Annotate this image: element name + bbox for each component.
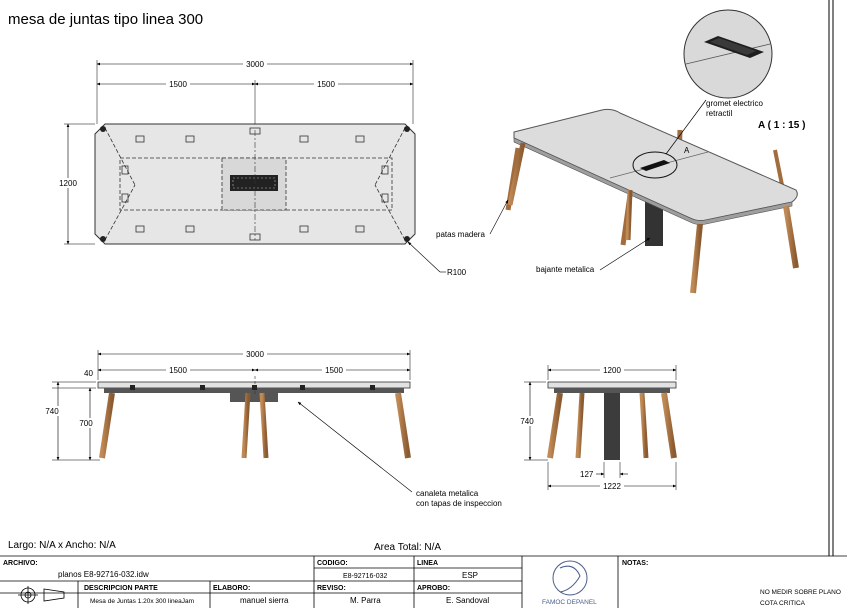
side-dim-base: 1222: [603, 482, 621, 491]
note-line1: NO MEDIR SOBRE PLANO: [760, 589, 841, 596]
logo-text: FAMOC DEPANEL: [542, 599, 597, 606]
isometric-view: A gromet electrico retractil A ( 1 : 15 …: [436, 9, 805, 294]
linea-label: LINEA: [417, 560, 438, 567]
archivo-label: ARCHIVO:: [3, 560, 38, 567]
front-dim-height: 740: [45, 407, 59, 416]
detail-marker-a: A: [684, 146, 690, 155]
linea-value: ESP: [462, 571, 478, 580]
drawing-title: mesa de juntas tipo linea 300: [8, 11, 203, 28]
codigo-value: E8-92716-032: [343, 573, 387, 580]
projection-symbol-icon: [18, 586, 65, 604]
note-line2: COTA CRITICA: [760, 600, 806, 607]
side-view: 1200 740 127 1222: [518, 365, 677, 491]
descripcion-value: Mesa de Juntas 1.20x 300 lineaJam: [90, 598, 194, 605]
aprobo-value: E. Sandoval: [446, 596, 489, 605]
codigo-label: CODIGO:: [317, 560, 348, 567]
side-dim-offset: 127: [580, 470, 594, 479]
detail-scale-label: A ( 1 : 15 ): [758, 120, 805, 131]
callout-bajante: bajante metalica: [536, 265, 595, 274]
front-dim-total: 3000: [246, 350, 264, 359]
front-dim-leg: 700: [79, 419, 93, 428]
callout-canaleta-line1: canaleta metalica: [416, 489, 479, 498]
elaboro-label: ELABORO:: [213, 585, 250, 592]
side-dim-height: 740: [520, 417, 534, 426]
callout-gromet-line1: gromet electrico: [706, 99, 763, 108]
front-view: 3000 1500 1500 40 740 700 canaleta metal…: [44, 349, 502, 508]
area-summary: Area Total: N/A: [374, 542, 441, 553]
plan-dim-left: 1500: [169, 80, 187, 89]
front-dim-left: 1500: [169, 366, 187, 375]
archivo-value: planos E8-92716-032.idw: [58, 570, 149, 579]
plan-dim-right: 1500: [317, 80, 335, 89]
plan-view: 3000 1500 1500 1200 R100: [56, 59, 467, 277]
title-block: [0, 555, 847, 608]
notas-label: NOTAS:: [622, 560, 648, 567]
plan-dim-radius: R100: [447, 268, 467, 277]
callout-gromet-line2: retractil: [706, 109, 732, 118]
reviso-value: M. Parra: [350, 596, 381, 605]
reviso-label: REVISO:: [317, 585, 346, 592]
front-dim-right: 1500: [325, 366, 343, 375]
front-dim-top: 40: [84, 369, 93, 378]
plan-dim-depth: 1200: [59, 179, 77, 188]
side-dim-width: 1200: [603, 366, 621, 375]
famoc-logo-icon: [552, 560, 588, 596]
elaboro-value: manuel sierra: [240, 596, 289, 605]
plan-dim-total: 3000: [246, 60, 264, 69]
callout-patas: patas madera: [436, 230, 485, 239]
callout-canaleta-line2: con tapas de inspeccion: [416, 499, 502, 508]
aprobo-label: APROBO:: [417, 585, 450, 592]
size-summary: Largo: N/A x Ancho: N/A: [8, 540, 116, 551]
descripcion-label: DESCRIPCION PARTE: [84, 585, 158, 592]
